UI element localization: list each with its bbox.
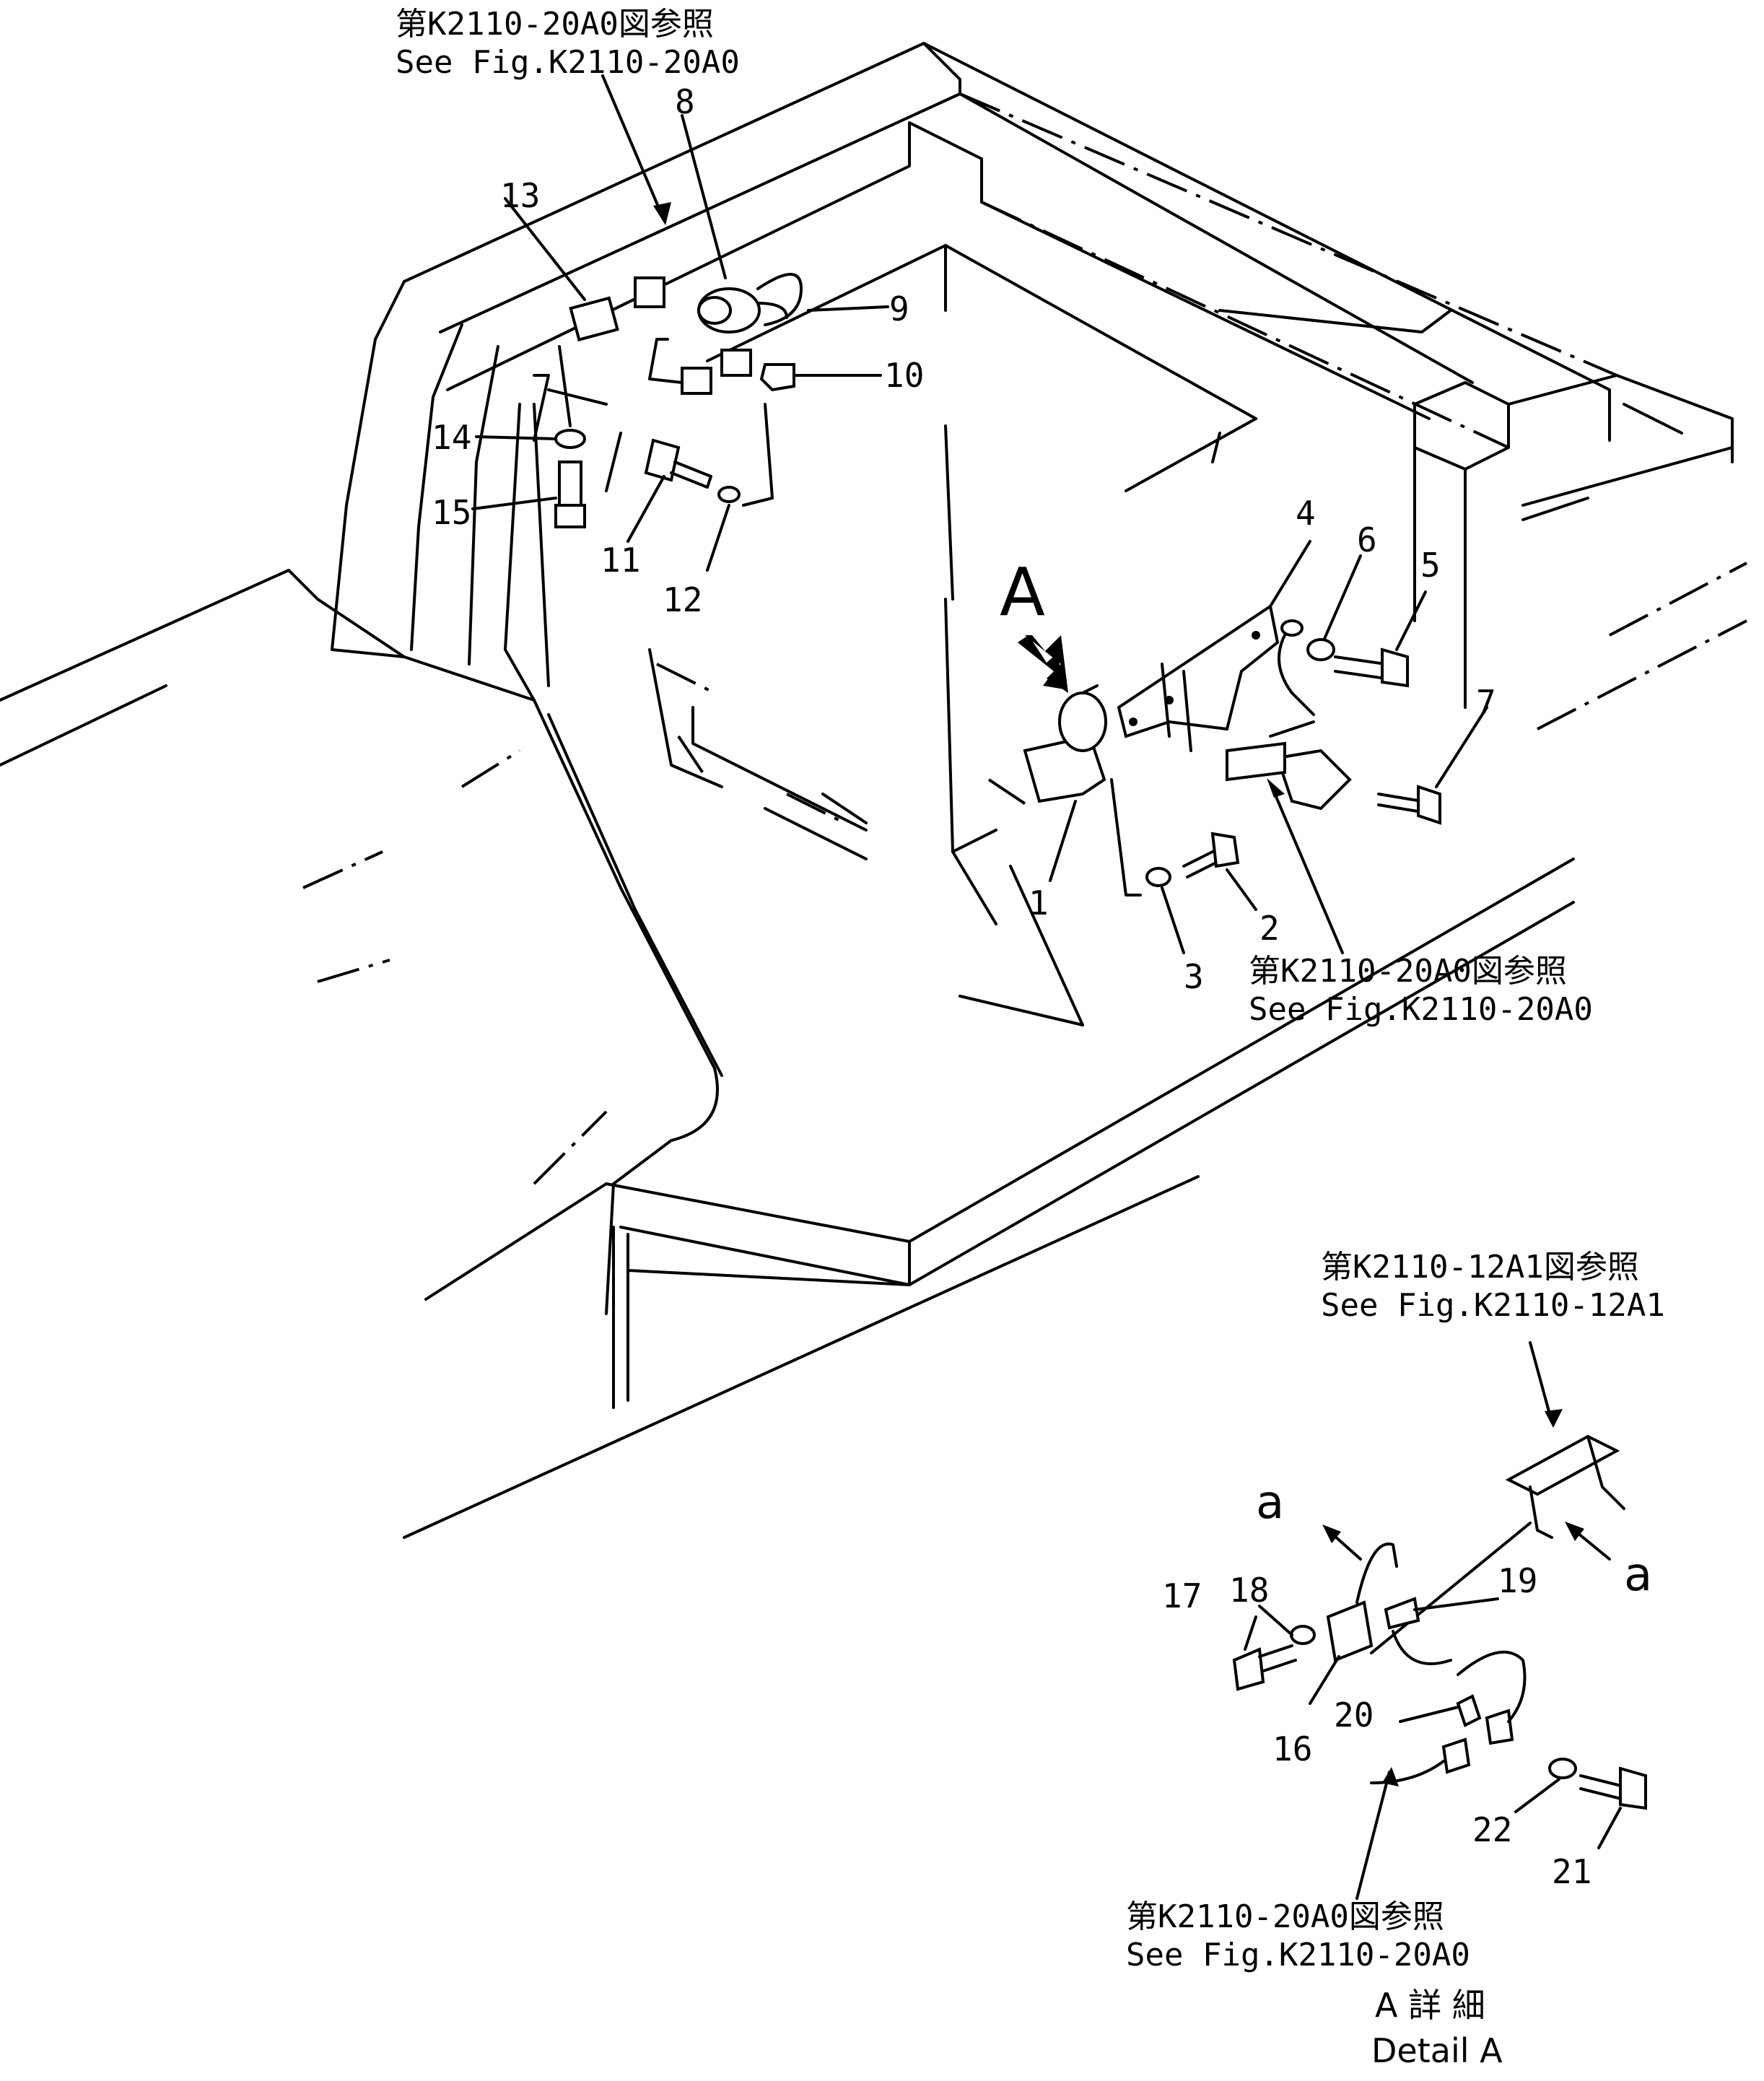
reference-mid: 第K2110-20A0図参照 See Fig.K2110-20A0: [1249, 953, 1593, 1029]
callout-2: 2: [1259, 909, 1280, 948]
callout-21: 21: [1552, 1852, 1592, 1891]
detail-a-assembly: [1232, 1434, 1647, 1810]
callout-9: 9: [889, 289, 909, 328]
callout-4: 4: [1296, 494, 1316, 533]
view-marker-label: A: [1000, 554, 1045, 631]
callout-1: 1: [1029, 884, 1049, 922]
callout-8: 8: [675, 82, 695, 121]
reference-mid-jp: 第K2110-20A0図参照: [1249, 953, 1567, 990]
reference-top: 第K2110-20A0図参照 See Fig.K2110-20A0: [396, 6, 740, 82]
connection-mark-left: a: [1256, 1476, 1285, 1530]
body-outline: [0, 42, 1747, 1539]
callout-12: 12: [663, 580, 703, 619]
callout-6: 6: [1357, 520, 1377, 559]
callout-15: 15: [432, 493, 472, 532]
callout-13: 13: [500, 176, 541, 215]
reference-detail-bottom: 第K2110-20A0図参照 See Fig.K2110-20A0: [1126, 1898, 1470, 1975]
callout-20: 20: [1334, 1696, 1374, 1735]
callout-16: 16: [1272, 1729, 1313, 1768]
callout-19: 19: [1498, 1561, 1538, 1600]
reference-detail-top-en: See Fig.K2110-12A1: [1321, 1286, 1665, 1324]
callout-10: 10: [884, 356, 925, 395]
reference-detail-top: 第K2110-12A1図参照 See Fig.K2110-12A1: [1321, 1249, 1665, 1325]
callout-18: 18: [1229, 1571, 1270, 1610]
reference-mid-en: See Fig.K2110-20A0: [1249, 990, 1593, 1028]
detail-caption-jp: A 詳 細: [1375, 1986, 1485, 2025]
reference-detail-bottom-en: See Fig.K2110-20A0: [1126, 1936, 1470, 1973]
detail-caption-en: Detail A: [1371, 2031, 1503, 2070]
callout-3: 3: [1184, 957, 1204, 996]
callout-17: 17: [1162, 1576, 1202, 1615]
mid-bracket-assembly: [1023, 603, 1441, 896]
upper-switch-assembly: [533, 273, 803, 528]
callout-11: 11: [601, 541, 641, 580]
callout-14: 14: [432, 418, 472, 457]
reference-top-jp: 第K2110-20A0図参照: [396, 6, 714, 43]
connection-mark-right: a: [1624, 1548, 1653, 1602]
leader-lines: [471, 74, 1622, 1900]
reference-detail-top-jp: 第K2110-12A1図参照: [1321, 1249, 1639, 1286]
callout-22: 22: [1472, 1810, 1513, 1849]
reference-top-en: See Fig.K2110-20A0: [396, 43, 740, 81]
reference-detail-bottom-jp: 第K2110-20A0図参照: [1126, 1898, 1444, 1935]
callout-7: 7: [1476, 683, 1496, 722]
callout-5: 5: [1420, 546, 1441, 585]
